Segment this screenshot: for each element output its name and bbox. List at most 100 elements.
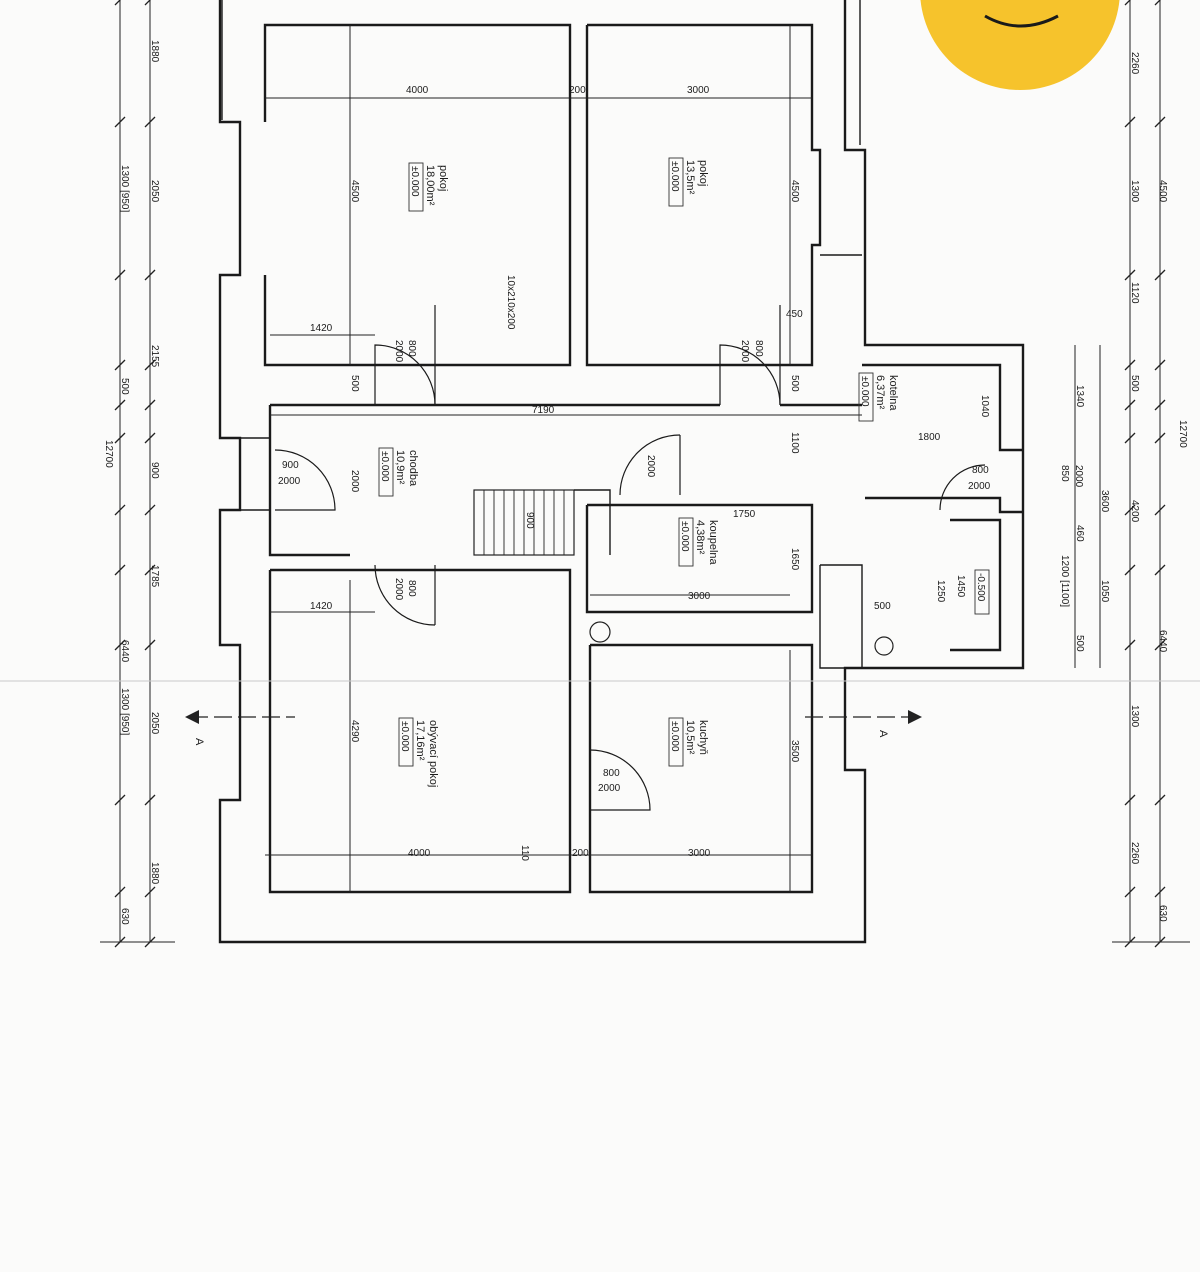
dim-r-850: 850	[1059, 465, 1070, 482]
dimension-tick	[144, 0, 151, 6]
dim-l-1880: 1880	[149, 40, 160, 63]
dim-r-2260b: 2260	[1129, 842, 1140, 865]
dim-500-b: 500	[789, 375, 800, 392]
dim-500-a: 500	[349, 375, 360, 392]
dim-2000-d4: 2000	[645, 455, 656, 478]
dimension-ticks	[114, 0, 1166, 948]
svg-text:10x210x200: 10x210x200	[505, 275, 516, 330]
dim-l-12700: 12700	[103, 440, 114, 468]
dimension-lines	[100, 0, 1190, 943]
dimension-tick	[144, 359, 156, 371]
dim-2000-d1: 2000	[393, 340, 404, 363]
room-obyvaci: obývací pokoj 17,16m² ±0.000	[398, 717, 439, 787]
smile-badge	[920, 0, 1120, 90]
room-kotelna: kotelna 6,37m² ±0.000	[858, 372, 899, 422]
dim-7190: 7190	[532, 405, 555, 416]
dimension-tick	[144, 116, 156, 128]
dim-r-3600: 3600	[1099, 490, 1110, 513]
dim-900: 900	[282, 460, 299, 471]
dim-450: 450	[786, 309, 803, 320]
dimension-tick	[1124, 504, 1136, 516]
dim-r-630: 630	[1157, 905, 1168, 922]
room-koupelna: koupelna 4,38m² ±0.000	[678, 517, 719, 567]
dimension-tick	[114, 504, 126, 516]
dim-r-500: 500	[1129, 375, 1140, 392]
dim-l-2155: 2155	[149, 345, 160, 368]
dim-800-d2: 800	[753, 340, 764, 357]
dim-l-2050: 2050	[149, 180, 160, 203]
dim-r-12700: 12700	[1177, 420, 1188, 448]
dim-1800: 1800	[918, 432, 941, 443]
room-area: 4,38m²	[694, 520, 706, 555]
dimension-tick	[1154, 504, 1166, 516]
dimension-tick	[144, 269, 156, 281]
dim-4500-r1: 4500	[349, 180, 360, 203]
dim-l-1785: 1785	[149, 565, 160, 588]
dim-2000-kot: 2000	[968, 481, 991, 492]
room-level: ±0.000	[669, 721, 680, 752]
dimension-tick	[1124, 639, 1136, 651]
dim-800-kot: 800	[972, 465, 989, 476]
room-pokoj-1: pokoj 18,00m² ±0.000	[408, 162, 449, 212]
dim-1420-a: 1420	[310, 323, 333, 334]
dim-1450: 1450	[955, 575, 966, 598]
dim-2000-d2: 2000	[739, 340, 750, 363]
dimension-tick	[144, 504, 156, 516]
dim-l-500: 500	[119, 378, 130, 395]
dim-l-1300: 1300 [950]	[119, 165, 130, 212]
section-marker-right: A	[877, 730, 889, 738]
dim-l-1300b: 1300 [950]	[119, 688, 130, 735]
dim-r-460: 460	[1074, 525, 1085, 542]
dimension-tick	[1154, 432, 1166, 444]
section-marker-left: A	[193, 738, 205, 746]
dim-1250: 1250	[935, 580, 946, 603]
dimension-tick	[114, 432, 126, 444]
room-level: ±0.000	[859, 376, 870, 407]
dimension-tick	[114, 639, 126, 651]
dimension-tick	[144, 794, 156, 806]
dim-bot-4000: 4000	[408, 848, 431, 859]
stair-label: 10x210x200	[505, 275, 516, 330]
smile-icon	[984, 14, 1059, 28]
dimension-tick	[114, 116, 126, 128]
dim-r-6440: 6440	[1157, 630, 1168, 653]
dimension-tick	[1154, 886, 1166, 898]
dimension-tick	[1154, 639, 1166, 651]
dim-1750: 1750	[733, 509, 756, 520]
dim-top-3000: 3000	[687, 85, 710, 96]
dim-2000-kuch: 2000	[598, 783, 621, 794]
outer-walls	[218, 0, 1025, 944]
room-level: ±0.000	[669, 161, 680, 192]
room-area: 13,5m²	[684, 160, 696, 195]
dim-r-500b: 500	[1074, 635, 1085, 652]
dimension-tick	[114, 886, 126, 898]
room-area: 18,00m²	[424, 165, 436, 206]
dimension-tick	[144, 432, 156, 444]
room-name: koupelna	[707, 520, 719, 566]
dimension-tick	[114, 564, 126, 576]
room-area: 10,9m²	[394, 450, 406, 485]
room-name: kuchyň	[697, 720, 709, 755]
room-name: kotelna	[887, 375, 899, 411]
dim-r-1300: 1300	[1129, 180, 1140, 203]
dim-r-1300b: 1300	[1129, 705, 1140, 728]
dim-l-1880b: 1880	[149, 862, 160, 885]
dim-800-d3: 800	[406, 580, 417, 597]
dim-r-2260: 2260	[1129, 52, 1140, 75]
rotated-dims: 4500 4500 4290 3500 2000 1100 1650 110 1…	[103, 40, 1188, 925]
dimension-tick	[1154, 359, 1166, 371]
dimension-tick	[1124, 794, 1136, 806]
room-level: ±0.000	[379, 451, 390, 482]
dimension-tick	[114, 359, 126, 371]
dim-l-630: 630	[119, 908, 130, 925]
dim-1100: 1100	[789, 432, 800, 454]
dim-3000-bath: 3000	[688, 591, 711, 602]
dimension-tick	[1154, 794, 1166, 806]
room-level: ±0.000	[409, 166, 420, 197]
dimension-tick	[1124, 0, 1131, 6]
dim-r-1340: 1340	[1074, 385, 1085, 408]
room-area: 17,16m²	[414, 720, 426, 761]
door-swings	[274, 305, 986, 811]
staircase	[473, 489, 611, 556]
